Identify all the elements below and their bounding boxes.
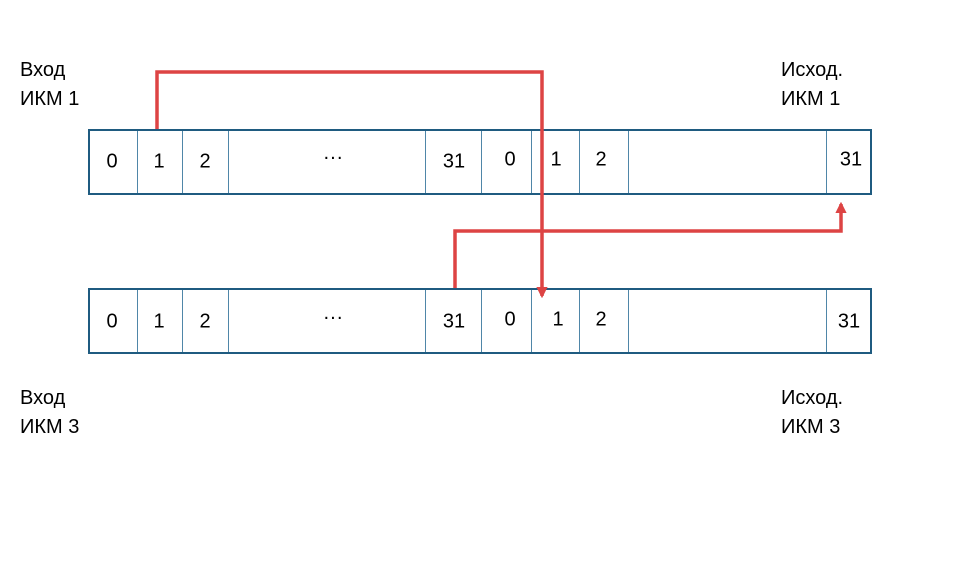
frame-ikm1: 0 1 2 ··· 31 0 1 2 31 [88, 129, 872, 195]
slot-out-0: 0 [482, 290, 532, 352]
slot-in-0: 0 [90, 290, 138, 352]
slot-label: 0 [106, 150, 118, 173]
output-ikm1-label: Исход. ИКМ 1 [781, 56, 843, 114]
slot-in-ellipsis: ··· [229, 131, 426, 193]
slot-label: 31 [442, 150, 466, 173]
slot-label: 31 [839, 148, 863, 171]
arrow-ikm3-slot31-to-ikm1-out-slot31 [453, 201, 847, 288]
slot-in-31: 31 [426, 131, 482, 193]
slot-label: 2 [595, 148, 607, 171]
output-ikm1-label-line2: ИКМ 1 [781, 88, 841, 110]
slot-out-gap [629, 290, 827, 352]
slot-label: ··· [323, 306, 343, 329]
slot-in-ellipsis: ··· [229, 290, 426, 352]
slot-label: 0 [504, 148, 516, 171]
output-ikm3-label-line2: ИКМ 3 [781, 416, 841, 438]
slot-out-1: 1 [532, 290, 580, 352]
slot-out-1: 1 [532, 131, 580, 193]
output-ikm1-label-line1: Исход. [781, 59, 844, 81]
frame-ikm3: 0 1 2 ··· 31 0 1 2 31 [88, 288, 872, 354]
slot-label: 2 [199, 150, 211, 173]
slot-label: 2 [595, 308, 607, 331]
slot-label: 1 [153, 310, 165, 333]
slot-label: 0 [504, 308, 516, 331]
slot-label: ··· [323, 146, 343, 169]
slot-out-2: 2 [580, 290, 629, 352]
slot-in-2: 2 [183, 131, 229, 193]
input-ikm1-label-line1: Вход [20, 59, 66, 81]
slot-out-31: 31 [827, 290, 870, 352]
input-ikm3-label-line2: ИКМ 3 [20, 416, 80, 438]
slot-label: 31 [837, 310, 861, 333]
slot-in-0: 0 [90, 131, 138, 193]
slot-in-1: 1 [138, 290, 183, 352]
slot-out-gap [629, 131, 827, 193]
slot-label: 1 [550, 148, 562, 171]
slot-in-31: 31 [426, 290, 482, 352]
slot-in-1: 1 [138, 131, 183, 193]
slot-in-2: 2 [183, 290, 229, 352]
slot-label: 1 [153, 150, 165, 173]
input-ikm1-label: Вход ИКМ 1 [20, 56, 79, 114]
input-ikm3-label-line1: Вход [20, 387, 66, 409]
output-ikm3-label-line1: Исход. [781, 387, 844, 409]
input-ikm1-label-line2: ИКМ 1 [20, 88, 80, 110]
slot-label: 1 [552, 308, 564, 331]
slot-out-31: 31 [827, 131, 870, 193]
output-ikm3-label: Исход. ИКМ 3 [781, 384, 843, 442]
slot-label: 2 [199, 310, 211, 333]
slot-label: 0 [106, 310, 118, 333]
input-ikm3-label: Вход ИКМ 3 [20, 384, 79, 442]
slot-label: 31 [442, 310, 466, 333]
slot-out-2: 2 [580, 131, 629, 193]
slot-out-0: 0 [482, 131, 532, 193]
